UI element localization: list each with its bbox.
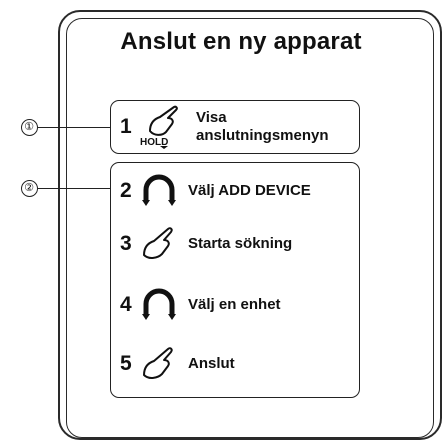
step-2: 2 Välj ADD DEVICE — [120, 172, 311, 210]
callout-1-label: ① — [20, 118, 38, 136]
step-3-label: Starta sökning — [188, 235, 293, 252]
step-5: 5 Anslut — [120, 345, 235, 383]
step-3-number: 3 — [120, 232, 132, 255]
step-1-label-line1: Visa — [196, 109, 227, 126]
step-1-label-line2: anslutningsmenyn — [196, 127, 329, 144]
step-2-number: 2 — [120, 179, 132, 202]
step-5-label: Anslut — [188, 355, 235, 372]
rotate-knob-icon — [140, 172, 178, 210]
step-1-label: Visa anslutningsmenyn — [196, 109, 329, 145]
press-icon — [140, 345, 178, 383]
callout-1-line — [38, 127, 110, 129]
step-4-number: 4 — [120, 293, 132, 316]
hold-text: HOLD — [140, 137, 168, 148]
callout-2: ② — [20, 179, 38, 197]
press-icon — [140, 225, 178, 263]
step-5-number: 5 — [120, 352, 132, 375]
step-box-2 — [110, 162, 360, 398]
callout-2-label: ② — [20, 179, 38, 197]
step-1-number: 1 — [120, 115, 132, 138]
callout-1: ① — [20, 118, 38, 136]
step-1: 1 HOLD Visa anslutningsmenyn — [120, 105, 329, 149]
step-3: 3 Starta sökning — [120, 225, 292, 263]
step-4: 4 Välj en enhet — [120, 286, 281, 324]
rotate-knob-icon — [140, 286, 178, 324]
hold-press-icon: HOLD — [140, 105, 190, 149]
page-title: Anslut en ny apparat — [120, 28, 362, 55]
callout-2-line — [38, 188, 110, 190]
step-2-label: Välj ADD DEVICE — [188, 182, 311, 199]
step-4-label: Välj en enhet — [188, 296, 281, 313]
step-box-1 — [110, 100, 360, 154]
